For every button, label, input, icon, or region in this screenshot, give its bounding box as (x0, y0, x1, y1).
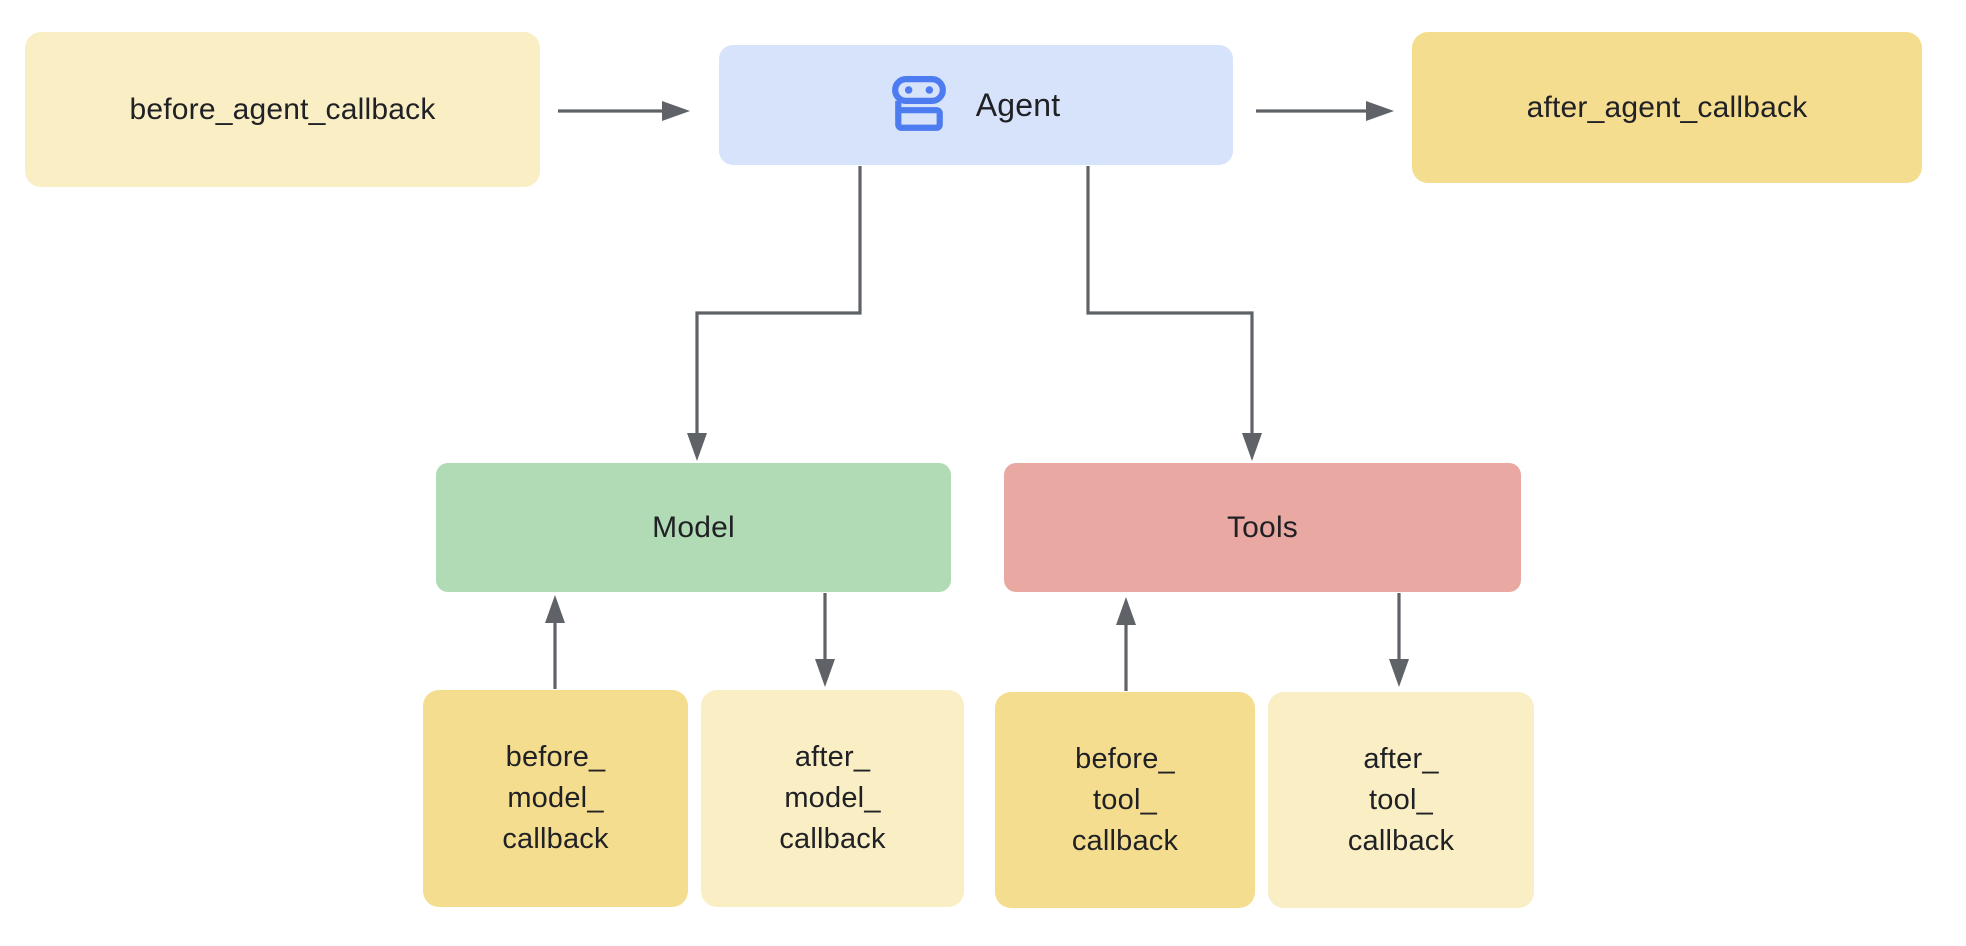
edge-agent-to-tools (1086, 166, 1262, 461)
node-before-model-callback: before_ model_ callback (423, 690, 688, 907)
edge-before-agent-to-agent (558, 101, 690, 121)
node-before-tool-callback: before_ tool_ callback (995, 692, 1255, 908)
edge-before-tool-to-tools (1116, 597, 1136, 691)
before-model-callback-label: before_ model_ callback (502, 741, 609, 855)
before-tool-callback-label: before_ tool_ callback (1071, 742, 1179, 857)
model-label: Model (652, 510, 735, 544)
robot-icon (891, 76, 946, 134)
after-model-callback-label: after_ model_ callback (779, 741, 886, 855)
node-before-agent-callback: before_agent_callback (25, 32, 540, 187)
edge-agent-to-after-agent (1256, 101, 1394, 121)
node-agent: Agent (719, 45, 1233, 165)
tools-label: Tools (1226, 510, 1299, 544)
after-agent-callback-label: after_agent_callback (1526, 90, 1808, 124)
node-after-agent-callback: after_agent_callback (1412, 32, 1922, 183)
before-agent-callback-label: before_agent_callback (129, 92, 436, 126)
edge-tools-to-after-tool (1389, 593, 1409, 687)
edge-model-to-after-model (815, 593, 835, 687)
edge-agent-to-model (687, 166, 862, 461)
edge-before-model-to-model (545, 595, 565, 689)
agent-label: Agent (975, 86, 1061, 123)
node-model: Model (436, 463, 951, 592)
after-tool-callback-label: after_ tool_ callback (1347, 742, 1455, 857)
node-tools: Tools (1004, 463, 1521, 592)
node-after-model-callback: after_ model_ callback (701, 690, 964, 907)
node-after-tool-callback: after_ tool_ callback (1268, 692, 1534, 908)
